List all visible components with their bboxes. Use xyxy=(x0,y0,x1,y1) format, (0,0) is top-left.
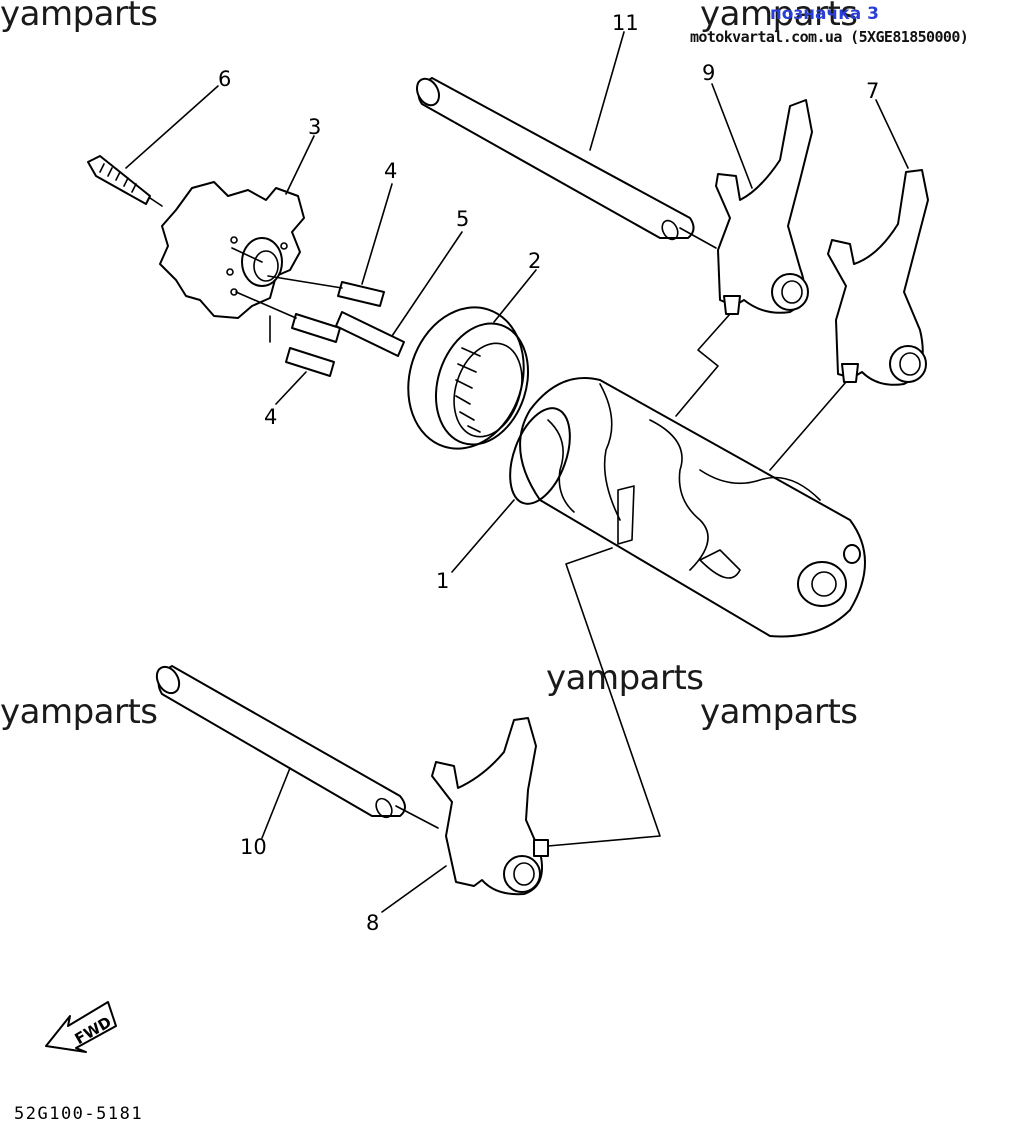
part-5-pin xyxy=(335,311,405,357)
diagram-code: 52G100-5181 xyxy=(14,1104,144,1124)
watermark-top-right: yamparts xyxy=(700,0,858,34)
part-6-screw xyxy=(87,155,163,207)
leader-lines xyxy=(125,31,909,913)
callout-2: 2 xyxy=(528,249,541,273)
part-10-shift-fork-shaft xyxy=(155,665,439,829)
part-4-dowel-pins xyxy=(235,275,385,377)
callout-4-upper: 4 xyxy=(384,159,397,183)
callout-11: 11 xyxy=(612,11,639,35)
callout-4-lower: 4 xyxy=(264,405,277,429)
watermark-middle: yamparts xyxy=(546,658,704,698)
callout-3: 3 xyxy=(308,115,321,139)
part-9-shift-fork xyxy=(715,99,813,315)
callout-8: 8 xyxy=(366,911,379,935)
callout-5: 5 xyxy=(456,207,469,231)
callout-numbers: 1 2 3 4 4 5 6 7 8 9 10 11 xyxy=(218,11,879,935)
callout-9: 9 xyxy=(702,61,715,85)
part-2-bearing xyxy=(407,306,530,450)
part-3-segment xyxy=(159,181,305,319)
fwd-arrow-icon: FWD xyxy=(45,1001,117,1053)
callout-10: 10 xyxy=(240,835,267,859)
watermark-top-left: yamparts xyxy=(0,0,158,34)
callout-6: 6 xyxy=(218,67,231,91)
header-source: motokvartal.com.ua (5XGE81850000) xyxy=(690,28,969,46)
callout-1: 1 xyxy=(436,569,449,593)
part-1-shift-drum xyxy=(509,377,866,638)
watermark-mid-right: yamparts xyxy=(700,692,858,732)
part-11-shift-fork-shaft xyxy=(415,77,717,249)
watermark-mid-left: yamparts xyxy=(0,692,158,732)
part-7-shift-fork xyxy=(827,169,929,386)
header-label[interactable]: позначка 3 xyxy=(770,4,879,24)
part-8-shift-fork xyxy=(431,717,549,896)
callout-7: 7 xyxy=(866,79,879,103)
